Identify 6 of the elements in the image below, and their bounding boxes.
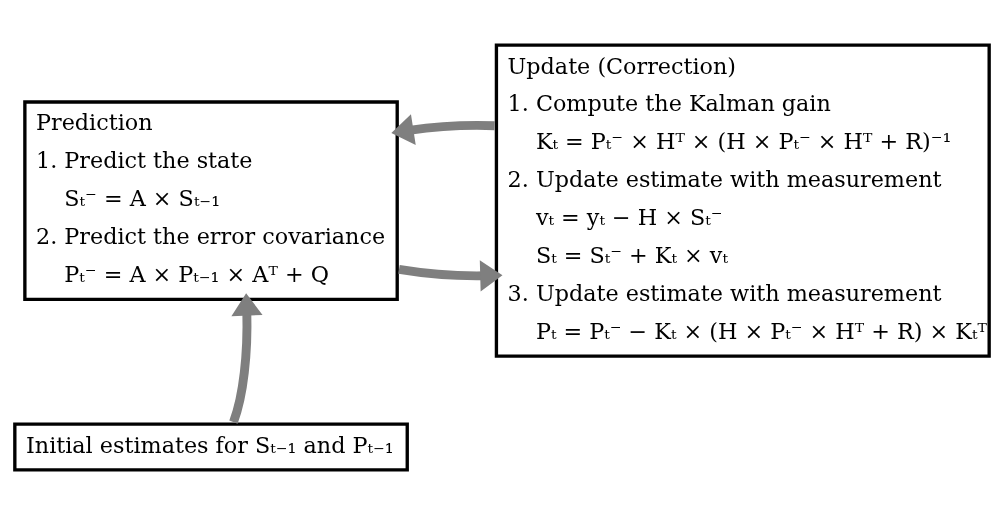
node-box: Prediction 1. Predict the state Sₜ⁻ = A × Sₜ₋₁ 2. Predict the error covariance Pₜ⁻ = A × Pₜ₋₁ × Aᵀ + Q [23,100,399,301]
node-box: Initial estimates for Sₜ₋₁ and Pₜ₋₁ [13,422,409,472]
arrow [398,260,503,292]
node-box: Update (Correction) 1. Compute the Kalman gain Kₜ = Pₜ⁻ × Hᵀ × (H × Pₜ⁻ × Hᵀ + R)⁻¹ 2. Update estimate with measurement vₜ = yₜ − H × Sₜ⁻ Sₜ = Sₜ⁻ + Kₜ × vₜ 3. Update estimate with measurement Pₜ = Pₜ⁻ − Kₜ × (H × Pₜ⁻ × Hᵀ + R) × Kₜᵀ [494,43,991,358]
arrow [391,114,495,146]
arrow [229,293,263,424]
